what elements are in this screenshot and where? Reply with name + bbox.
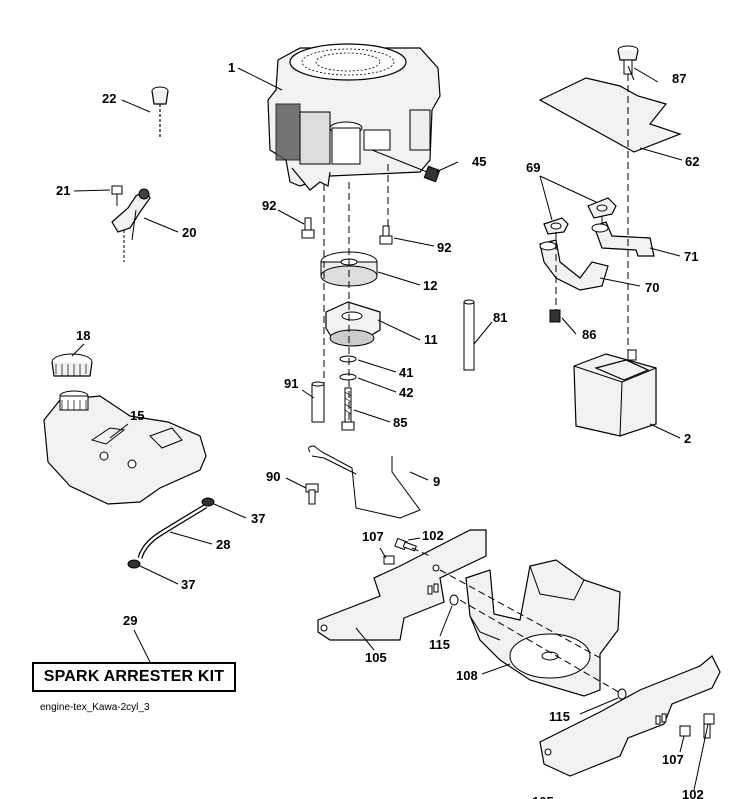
callout-37-bottom: 37 bbox=[181, 577, 195, 592]
callout-42: 42 bbox=[399, 385, 413, 400]
callout-86: 86 bbox=[582, 327, 596, 342]
callout-70: 70 bbox=[645, 280, 659, 295]
callout-90: 90 bbox=[266, 469, 280, 484]
nut-107-upper-part bbox=[383, 555, 395, 565]
gasket-69-right-part bbox=[587, 197, 617, 219]
callout-41: 41 bbox=[399, 365, 413, 380]
callout-87: 87 bbox=[672, 71, 686, 86]
callout-9: 9 bbox=[433, 474, 440, 489]
bracket-20-part bbox=[111, 185, 151, 262]
leader-lines bbox=[71, 65, 709, 791]
knob-87-part bbox=[617, 45, 639, 75]
callout-108: 108 bbox=[456, 668, 478, 683]
callout-69: 69 bbox=[526, 160, 540, 175]
bolt-45-part bbox=[371, 149, 441, 183]
rod-81-part bbox=[463, 299, 475, 371]
washer-42-part bbox=[339, 373, 357, 381]
callout-115-lower: 115 bbox=[549, 709, 570, 724]
hose-28-part bbox=[137, 503, 208, 559]
plate-105-upper-part bbox=[317, 529, 487, 641]
callout-18: 18 bbox=[76, 328, 90, 343]
washer-41-part bbox=[339, 355, 357, 363]
callout-22: 22 bbox=[102, 91, 116, 106]
callout-105-upper: 105 bbox=[365, 650, 387, 665]
callout-37-top: 37 bbox=[251, 511, 265, 526]
muffler-2-part bbox=[573, 349, 657, 437]
callout-102-lower: 102 bbox=[682, 787, 704, 799]
fuel-cap-18-part bbox=[51, 353, 93, 377]
pulley-12-part bbox=[320, 251, 378, 287]
washer-115-upper-part bbox=[427, 583, 459, 606]
heat-shield-62-part bbox=[538, 77, 682, 153]
callout-107-lower: 107 bbox=[662, 752, 684, 767]
support-108-part bbox=[465, 559, 621, 697]
callout-115-upper: 115 bbox=[429, 637, 450, 652]
callout-102-upper: 102 bbox=[422, 528, 444, 543]
bolt-92-right-part bbox=[379, 225, 393, 245]
callout-107-upper: 107 bbox=[362, 529, 384, 544]
callout-45: 45 bbox=[472, 154, 486, 169]
callout-92-right: 92 bbox=[437, 240, 451, 255]
nut-107-lower-part bbox=[679, 725, 691, 737]
callout-92-left: 92 bbox=[262, 198, 276, 213]
callout-15: 15 bbox=[130, 408, 144, 423]
alignment-lines bbox=[323, 74, 629, 695]
drawing-reference-id: engine-tex_Kawa-2cyl_3 bbox=[40, 702, 150, 713]
callout-20: 20 bbox=[182, 225, 196, 240]
gasket-69-left-part bbox=[543, 217, 569, 235]
bolt-92-left-part bbox=[301, 217, 315, 239]
callout-105-lower: 105 bbox=[532, 794, 554, 799]
spark-arrester-kit-label: SPARK ARRESTER KIT bbox=[43, 668, 225, 685]
callout-21: 21 bbox=[56, 183, 70, 198]
bolt-85-part bbox=[341, 387, 355, 431]
fuel-tank-15-part bbox=[43, 390, 207, 505]
callout-labels: 1 22 21 20 92 92 12 11 41 42 85 91 81 86… bbox=[56, 60, 704, 799]
rod-9-part bbox=[308, 445, 421, 519]
spark-arrester-kit-box: SPARK ARRESTER KIT bbox=[32, 662, 236, 692]
dipstick-22-part bbox=[151, 86, 169, 138]
callout-71: 71 bbox=[684, 249, 698, 264]
callout-91: 91 bbox=[284, 376, 298, 391]
spacer-91-part bbox=[311, 381, 325, 423]
pipe-71-part bbox=[591, 221, 655, 257]
nut-86-part bbox=[549, 309, 561, 323]
callout-11: 11 bbox=[424, 332, 438, 347]
engine-part bbox=[267, 43, 441, 191]
clamp-37-top-part bbox=[201, 497, 215, 507]
callout-28: 28 bbox=[216, 537, 230, 552]
bolt-90-part bbox=[305, 483, 319, 505]
callout-29: 29 bbox=[123, 613, 137, 628]
callout-1: 1 bbox=[228, 60, 235, 75]
callout-2: 2 bbox=[684, 431, 691, 446]
callout-62: 62 bbox=[685, 154, 699, 169]
callout-81: 81 bbox=[493, 310, 507, 325]
pipe-70-part bbox=[539, 239, 609, 291]
callout-12: 12 bbox=[423, 278, 437, 293]
callout-85: 85 bbox=[393, 415, 407, 430]
clutch-11-part bbox=[325, 301, 381, 347]
clamp-37-bottom-part bbox=[127, 559, 141, 569]
